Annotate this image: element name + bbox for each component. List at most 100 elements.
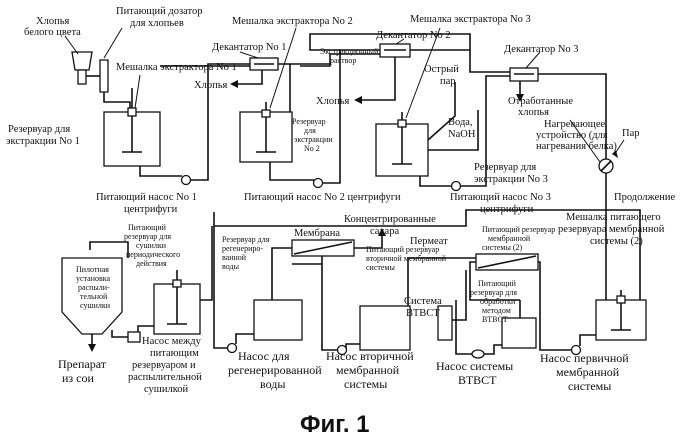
label-flakes-a: Хлопья <box>194 80 227 91</box>
label-spray-tank-2: резервуар для <box>124 232 171 241</box>
htst-system <box>438 306 452 340</box>
label-htst-2: ВТВСТ <box>406 308 440 319</box>
label-mixer-membrane-3: системы (2) <box>590 236 643 247</box>
label-mixer-membrane-1: Мешалка питающего <box>566 212 661 223</box>
label-feed-membrane2-2: мембранной <box>488 234 531 243</box>
label-tank2-1: Резервуар <box>292 117 326 126</box>
label-pump-htst-1: Насос системы <box>436 359 513 373</box>
label-decanter1: Декантатор No 1 <box>212 42 287 53</box>
label-pump-prim-1: Насос первичной <box>540 351 629 365</box>
label-pump-sec-1: Насос вторичной <box>326 349 414 363</box>
label-mixer-membrane-2: резервуара мембранной <box>558 224 665 235</box>
pipe-flakes-a <box>238 70 262 84</box>
label-sec-tank-3: системы <box>366 263 395 272</box>
label-regen-tank-1: Резервуар для <box>222 235 270 244</box>
label-feeder-1: Питающий дозатор <box>116 6 202 17</box>
label-tank1-1: Резервуар для <box>8 124 70 135</box>
label-tank2-3: экстракции <box>294 135 333 144</box>
label-tank3-1: Резервуар для <box>474 162 536 173</box>
leader-feeder <box>104 28 122 58</box>
leader-mixer1 <box>135 75 140 108</box>
label-tank1-2: экстракции No 1 <box>6 136 80 147</box>
label-heater-1: Нагревающее <box>544 119 606 130</box>
label-conc-sugar-2: сахара <box>370 226 399 237</box>
label-pump-between-2: питающим <box>150 348 199 359</box>
label-pump-prim-3: системы <box>568 379 611 393</box>
label-membrane: Мембрана <box>294 228 340 239</box>
label-soy-1: Препарат <box>58 357 107 371</box>
spray-dryer-feed-tank <box>154 270 200 334</box>
pipe-flakes-b <box>362 57 395 100</box>
label-extraction-solution-1: Экстракционный <box>320 47 379 56</box>
label-htst-tank-3: обработки <box>480 297 516 306</box>
pipe-dryer-top <box>90 242 128 250</box>
label-pilot-4: тельной <box>80 292 108 301</box>
label-pilot-5: сушилки <box>80 301 111 310</box>
figure-caption: Фиг. 1 <box>300 411 370 438</box>
secondary-membrane-feed-tank <box>360 306 410 350</box>
label-pump3-2: центрифуги <box>480 204 534 215</box>
label-decanter3: Декантатор No 3 <box>504 44 579 55</box>
label-heater-2: устройство (для <box>536 130 608 141</box>
pipe-htst-up <box>452 270 466 320</box>
label-pump2: Питающий насос No 2 центрифуги <box>244 192 401 203</box>
label-pump-between-4: распылительной <box>128 372 202 383</box>
label-pump-between-1: Насос между <box>142 336 202 347</box>
label-heater-3: нагревания белка) <box>536 141 617 152</box>
extraction-tank-2 <box>240 102 292 162</box>
label-tank2-2: для <box>304 126 316 135</box>
label-steam: Пар <box>622 128 640 139</box>
label-spent-flakes-1: Отработанные <box>508 96 573 107</box>
decanter-1 <box>250 58 278 70</box>
heater <box>599 159 613 173</box>
label-htst-tank-1: Питающий <box>478 279 517 288</box>
extraction-tank-1 <box>104 88 160 166</box>
decanter-2 <box>380 44 410 57</box>
label-conc-sugar-1: Концентрированные <box>344 214 436 225</box>
leader-steam <box>616 140 624 152</box>
extraction-tank-3 <box>376 112 428 176</box>
pipe-membrane-permeate <box>272 248 292 300</box>
label-regen-tank-2: регенериро- <box>222 244 263 253</box>
label-pump-htst-2: ВТВСТ <box>458 373 497 387</box>
arrow-flakes-b <box>354 96 362 104</box>
label-regen-tank-4: воды <box>222 262 240 271</box>
label-pump-between-5: сушилкой <box>144 384 189 395</box>
flake-feeder-hopper <box>72 52 108 92</box>
label-pilot-3: распыли- <box>78 283 110 292</box>
pump-1 <box>140 166 208 185</box>
label-htst-tank-4: методом <box>482 306 511 315</box>
decanter-3 <box>510 68 538 81</box>
label-pump-regen-2: регенерированной <box>228 363 322 377</box>
membrane-feed-tank-2 <box>596 290 646 340</box>
label-htst-tank-2: резервуар для <box>470 288 517 297</box>
membrane-main <box>292 240 354 256</box>
arrow-flakes-a <box>230 80 238 88</box>
label-pump3-1: Питающий насос No 3 <box>450 192 551 203</box>
label-pump1-2: центрифуги <box>124 204 178 215</box>
regenerated-water-tank <box>254 300 302 340</box>
label-extraction-solution-2: раствор <box>330 56 356 65</box>
label-feed-membrane2-1: Питающий резервуар <box>482 225 555 234</box>
label-pump-regen-3: воды <box>260 377 285 391</box>
label-spray-tank-5: действия <box>136 259 167 268</box>
label-soy-2: из сои <box>62 371 94 385</box>
label-spray-tank-3: сушилки <box>136 241 167 250</box>
label-feeder-2: для хлопьев <box>130 18 184 29</box>
label-pilot-2: установка <box>76 274 111 283</box>
label-htst-tank-5: ВТВСТ <box>482 315 508 324</box>
label-mixer2: Мешалка экстрактора No 2 <box>232 16 353 27</box>
label-decanter2: Декантатор No 2 <box>376 30 451 41</box>
label-sec-tank-2: вторичной мембранной <box>366 254 447 263</box>
label-continuation: Продолжение <box>614 192 675 203</box>
label-sharp-steam-2: пар <box>440 76 456 87</box>
pipe-to-spray-tank <box>200 226 212 300</box>
label-spent-flakes-2: хлопья <box>518 107 549 118</box>
label-pilot-1: Пилотная <box>76 265 109 274</box>
label-sharp-steam-1: Острый <box>424 64 459 75</box>
label-flakes-white-1: Хлопья <box>36 16 69 27</box>
membrane-2 <box>476 254 538 270</box>
label-htst-1: Система <box>404 296 442 307</box>
label-flakes-b: Хлопья <box>316 96 349 107</box>
